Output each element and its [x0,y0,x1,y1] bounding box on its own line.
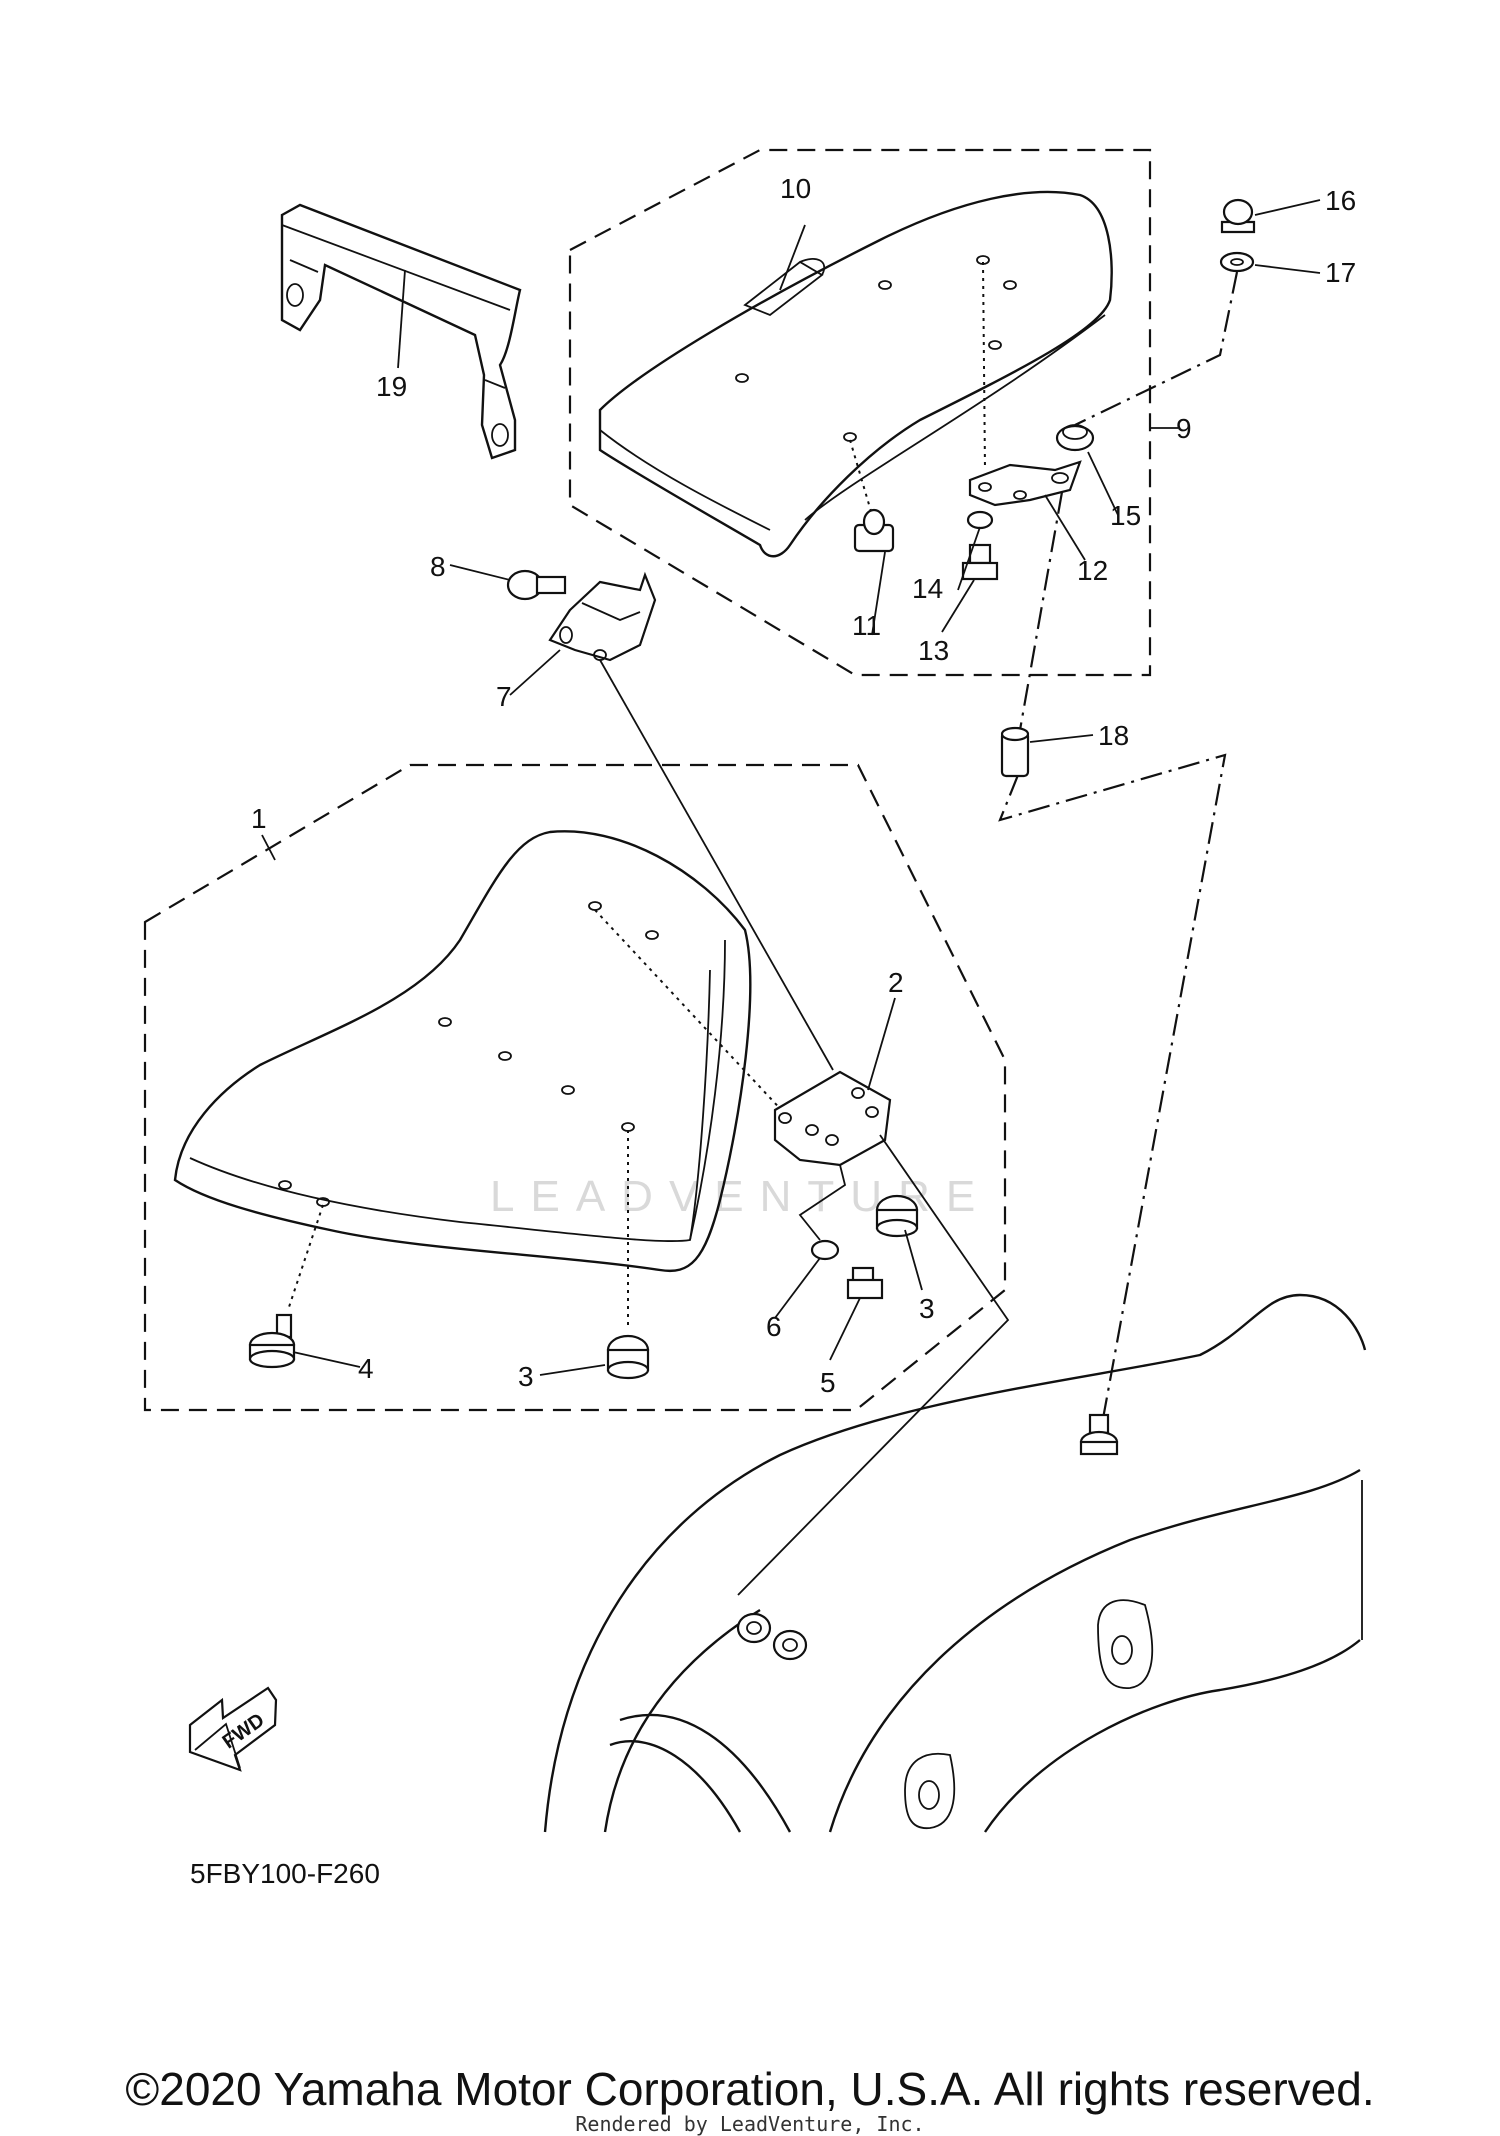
front-seat-group-boundary [143,763,1007,1412]
callout-10: 10 [780,173,811,204]
part-19-grab-bar [280,203,522,460]
part-6-washer [810,1239,840,1261]
callout-12: 12 [1077,555,1108,586]
callout-1: 1 [251,803,267,834]
rear-fender [543,1293,1367,1833]
part-2-bracket [773,1070,892,1167]
part-14-washer [966,510,994,530]
part-13-bolt [961,543,999,581]
rendered-by-notice: Rendered by LeadVenture, Inc. [575,2112,925,2136]
part-17-washer [1219,251,1255,273]
fwd-arrow-icon [188,1686,278,1772]
callout-9: 9 [1176,413,1192,444]
part-4-knob [248,1313,296,1369]
part-15-grommet [1055,424,1095,452]
callout-11: 11 [852,610,881,641]
diagram-code: 5FBY100-F260 [190,1858,380,1889]
callout-17: 17 [1325,257,1356,288]
callout-6: 6 [766,1311,782,1342]
callout-8: 8 [430,551,446,582]
front-seat-cushion [173,830,752,1273]
callout-18: 18 [1098,720,1129,751]
part-16-bolt [1220,198,1256,234]
part-5-bolt [846,1266,884,1300]
part-3-grommet-right [875,1194,919,1238]
part-11-nut [853,508,895,553]
callout-2: 2 [888,967,904,998]
copyright-notice: ©2020 Yamaha Motor Corporation, U.S.A. A… [125,2063,1375,2115]
part-8-bolt [506,569,567,601]
callout-15: 15 [1110,500,1141,531]
part-12-bracket [968,460,1082,507]
callout-13: 13 [918,635,949,666]
leader-lines [261,199,1321,1376]
rear-seat-group-boundary [568,148,1152,677]
callout-4: 4 [358,1353,374,1384]
callout-19: 19 [376,371,407,402]
callout-14: 14 [912,573,943,604]
part-7-bracket [548,571,657,662]
part-18-collar [1000,726,1030,778]
part-3-grommet-bottom [606,1334,650,1380]
callout-5: 5 [820,1367,836,1398]
callout-7: 7 [496,681,512,712]
fender-mount-bolt [1079,1413,1119,1456]
fender-grommets [736,1612,808,1661]
rear-seat-cushion [598,190,1113,558]
callout-3-bottom: 3 [518,1361,534,1392]
callout-16: 16 [1325,185,1356,216]
callout-3-right: 3 [919,1293,935,1324]
